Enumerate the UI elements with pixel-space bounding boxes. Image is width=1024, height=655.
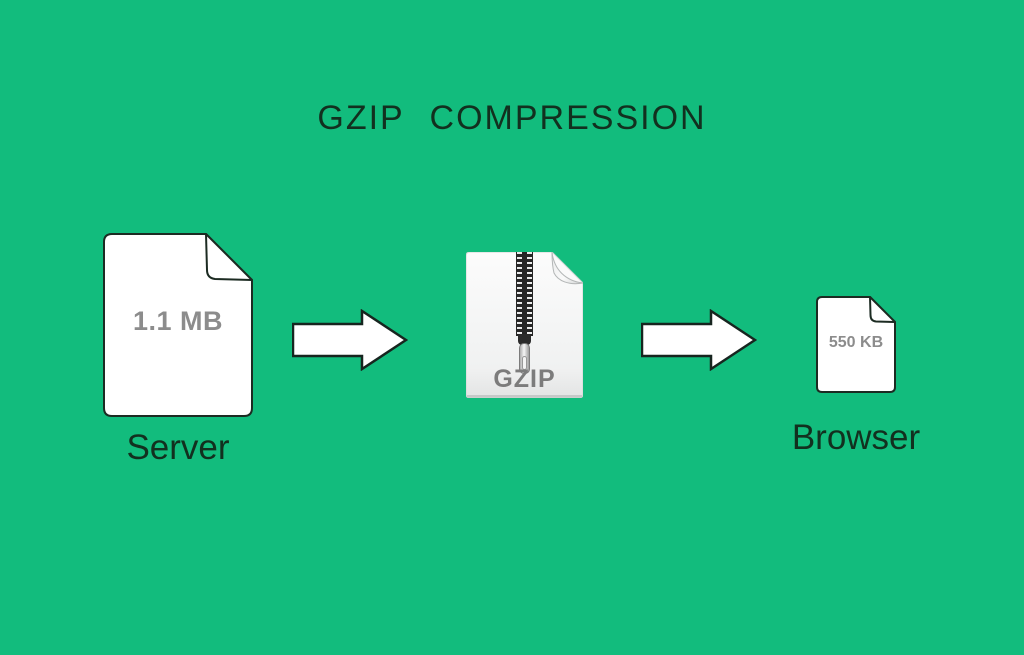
browser-label: Browser	[791, 418, 921, 457]
server-file-icon: 1.1 MB	[103, 233, 253, 417]
arrow-right-icon	[291, 308, 409, 372]
browser-file-icon: 550 KB	[816, 296, 896, 393]
zipper-pull-icon	[519, 343, 530, 374]
zipper-icon	[516, 252, 533, 336]
document-icon	[103, 233, 253, 417]
diagram-title: GZIP COMPRESSION	[317, 99, 707, 137]
zipper-slider-icon	[518, 334, 531, 345]
server-file-size-label: 1.1 MB	[132, 306, 224, 336]
server-label: Server	[126, 428, 230, 467]
arrow-right-icon	[640, 308, 758, 372]
document-icon	[816, 296, 896, 393]
browser-file-size-label: 550 KB	[828, 334, 884, 351]
gzip-file-icon: GZIP	[466, 252, 583, 398]
gzip-label: GZIP	[493, 365, 556, 393]
